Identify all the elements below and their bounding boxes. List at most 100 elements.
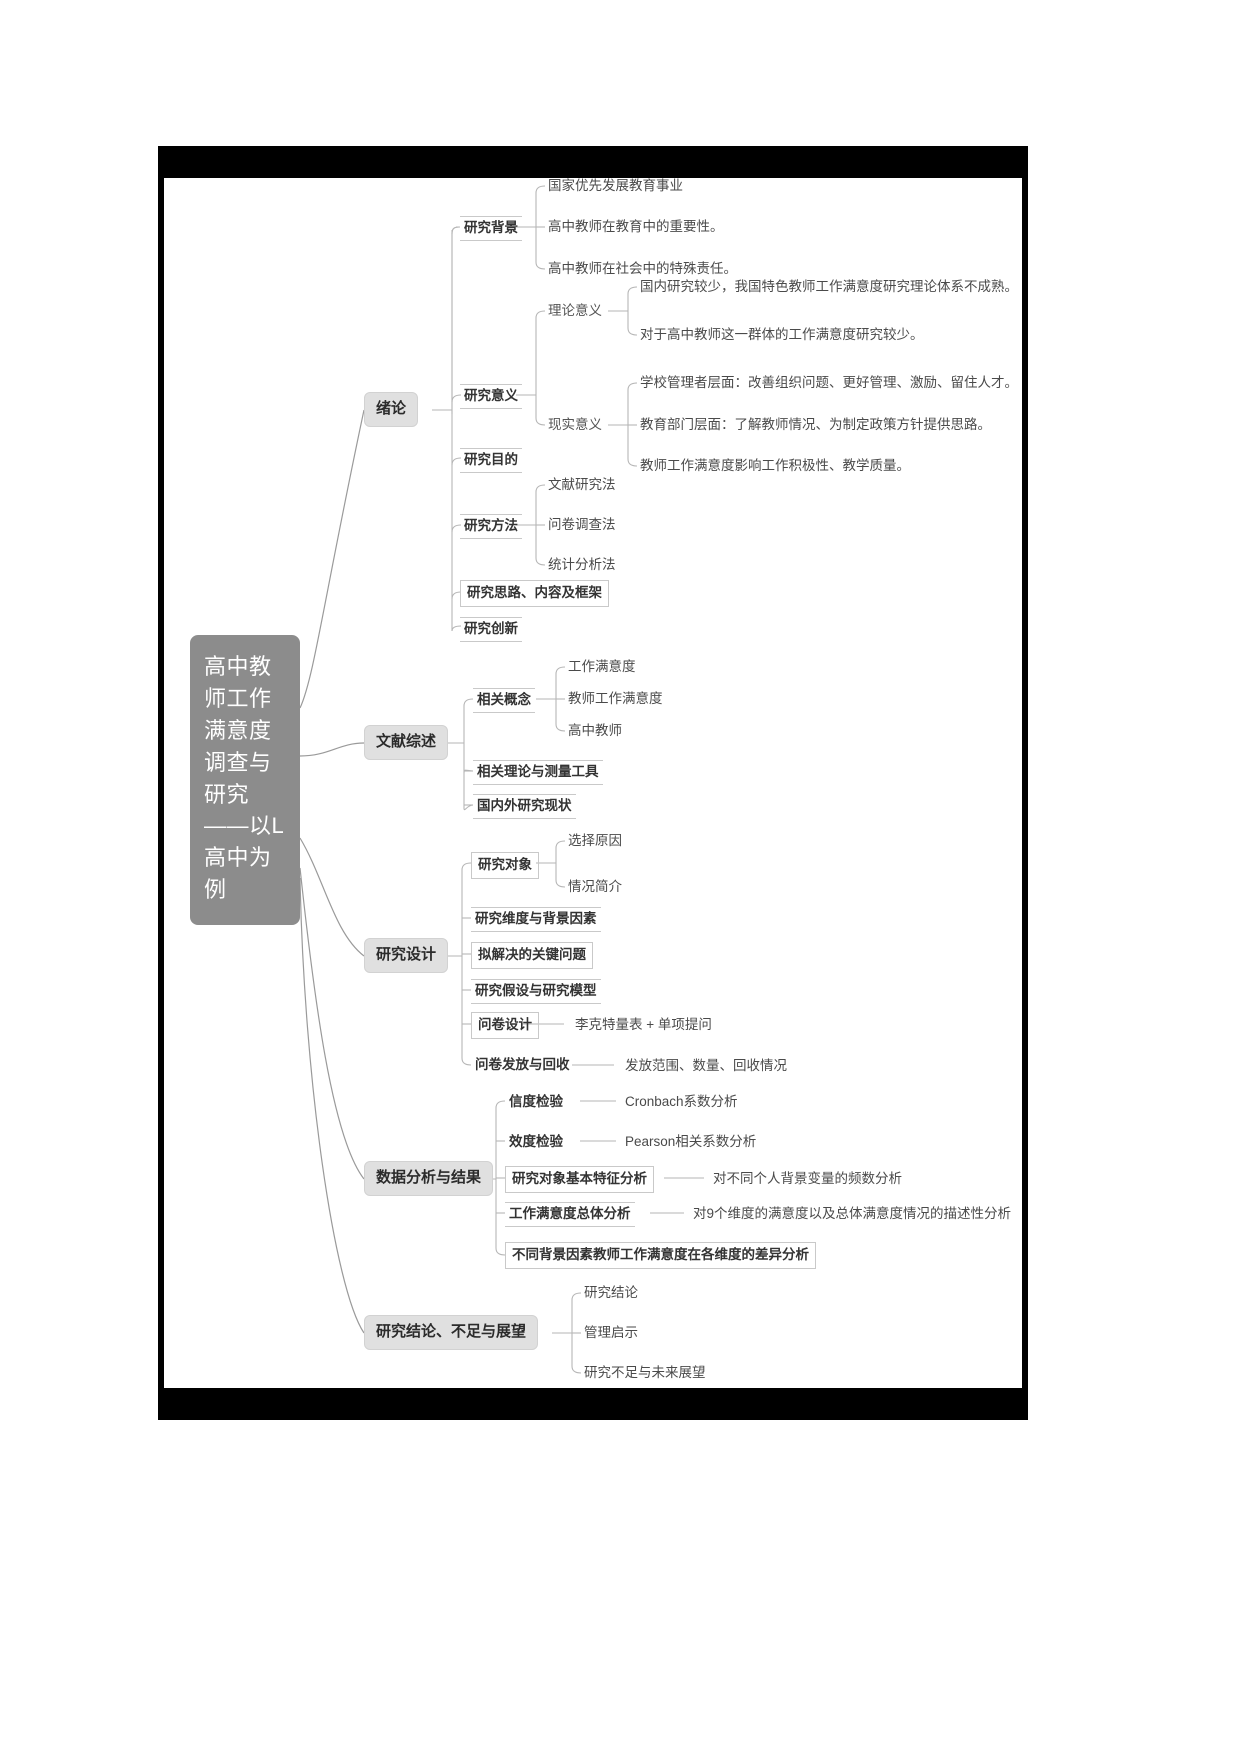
leaf-pinshu-fenxi[interactable]: 对不同个人背景变量的频数分析 [710,1169,905,1190]
node-label: 研究背景 [464,220,518,235]
branch-chip-yanjiu-sheji[interactable]: 研究设计 [364,938,449,973]
branch-chip-yanjiu-jielun[interactable]: 研究结论、不足与展望 [364,1315,539,1350]
node-label: 研究目的 [464,452,518,467]
node-label: 工作满意度总体分析 [509,1206,631,1221]
leaf-gongzuo-manyidu[interactable]: 工作满意度 [565,657,639,678]
branch-chip-xulun[interactable]: 绪论 [364,392,419,427]
leaf-jiaoshi-zhongyaoxing[interactable]: 高中教师在教育中的重要性。 [545,217,727,238]
leaf-label: 文献研究法 [548,477,616,492]
node-label: 国内外研究现状 [477,798,572,813]
leaf-label: 研究结论 [584,1285,638,1300]
leaf-yanjiu-jielun[interactable]: 研究结论 [581,1283,641,1304]
leaf-fafang-fanwei[interactable]: 发放范围、数量、回收情况 [622,1056,790,1077]
frame-bar-bottom [158,1388,1028,1420]
leaf-label: Pearson相关系数分析 [625,1134,757,1149]
node-yanjiu-duixiang[interactable]: 研究对象 [471,852,539,879]
leaf-buzu-zhanwang[interactable]: 研究不足与未来展望 [581,1363,709,1384]
node-label: 效度检验 [509,1134,563,1149]
node-wenjuan-sheji[interactable]: 问卷设计 [471,1012,539,1039]
leaf-label: 李克特量表 + 单项提问 [575,1017,712,1032]
mindmap-canvas: 高中教师工作满意度调查与研究——以L高中为例 绪论 研究背景 国家优先发展教育事… [164,178,1022,1388]
node-label: 相关概念 [477,692,531,707]
leaf-gaozhong-jiaoshi-qunti[interactable]: 对于高中教师这一群体的工作满意度研究较少。 [637,325,927,346]
node-label: 信度检验 [509,1094,563,1109]
leaf-xuanze-yuanyin[interactable]: 选择原因 [565,831,625,852]
leaf-jiaoshi-zeren[interactable]: 高中教师在社会中的特殊责任。 [545,259,740,280]
frame-bar-left [158,146,164,1420]
leaf-guonei-yanjiu-jiaoshao[interactable]: 国内研究较少，我国特色教师工作满意度研究理论体系不成熟。 [637,277,1021,298]
node-label: 研究创新 [464,621,518,636]
leaf-label: 教师工作满意度影响工作积极性、教学质量。 [640,458,910,473]
leaf-label: Cronbach系数分析 [625,1094,738,1109]
leaf-label: 统计分析法 [548,557,616,572]
leaf-wenjuan-diaochafa[interactable]: 问卷调查法 [545,515,619,536]
leaf-cronbach-xishu[interactable]: Cronbach系数分析 [622,1092,741,1113]
leaf-label: 工作满意度 [568,659,636,674]
node-nijiejue-guanjian-wenti[interactable]: 拟解决的关键问题 [471,942,593,969]
node-guoneiwai-yanjiu-xianzhuang[interactable]: 国内外研究现状 [473,794,576,819]
root-label: 高中教师工作满意度调查与研究——以L高中为例 [204,654,285,903]
branch-label: 绪论 [376,400,407,417]
leaf-label: 高中教师在社会中的特殊责任。 [548,261,737,276]
node-xiaodu-jianyan[interactable]: 效度检验 [505,1131,567,1154]
node-yanjiu-jiashe-moxing[interactable]: 研究假设与研究模型 [471,979,601,1004]
leaf-jiaoshi-gongzuo-manyidu[interactable]: 教师工作满意度 [565,689,666,710]
node-zongti-fenxi[interactable]: 工作满意度总体分析 [505,1202,635,1227]
node-wenjuan-fafang-huishou[interactable]: 问卷发放与回收 [471,1054,574,1077]
leaf-wenxian-yanjiufa[interactable]: 文献研究法 [545,475,619,496]
leaf-label: 高中教师在教育中的重要性。 [548,219,724,234]
leaf-gaozhong-jiaoshi[interactable]: 高中教师 [565,721,625,742]
frame-bar-top [158,146,1028,178]
leaf-label: 发放范围、数量、回收情况 [625,1058,787,1073]
node-xiangguan-lilun-celiang[interactable]: 相关理论与测量工具 [473,760,603,785]
leaf-jiaoshi-jijixing[interactable]: 教师工作满意度影响工作积极性、教学质量。 [637,456,913,477]
node-label: 相关理论与测量工具 [477,764,599,779]
leaf-jiaoyu-bumen[interactable]: 教育部门层面：了解教师情况、为制定政策方针提供思路。 [637,415,994,436]
leaf-label: 高中教师 [568,723,622,738]
node-label: 研究对象基本特征分析 [512,1171,647,1186]
node-yanjiu-beijing[interactable]: 研究背景 [460,216,522,241]
node-lilun-yiyi[interactable]: 理论意义 [545,301,605,322]
leaf-label: 管理启示 [584,1325,638,1340]
node-yanjiu-yiyi[interactable]: 研究意义 [460,384,522,409]
node-label: 问卷设计 [478,1017,532,1032]
node-label: 现实意义 [548,417,602,432]
node-xianshi-yiyi[interactable]: 现实意义 [545,415,605,436]
node-xindu-jianyan[interactable]: 信度检验 [505,1091,567,1114]
leaf-likete-liangbiao[interactable]: 李克特量表 + 单项提问 [572,1015,715,1036]
leaf-qingkuang-jianjie[interactable]: 情况简介 [565,877,625,898]
leaf-tongji-fenxifa[interactable]: 统计分析法 [545,555,619,576]
node-yanjiu-weidu-beijing[interactable]: 研究维度与背景因素 [471,907,601,932]
node-chayi-fenxi[interactable]: 不同背景因素教师工作满意度在各维度的差异分析 [505,1242,816,1269]
leaf-pearson-xiangguan[interactable]: Pearson相关系数分析 [622,1132,759,1153]
branch-chip-wenxian-zongshu[interactable]: 文献综述 [364,725,449,760]
leaf-label: 教师工作满意度 [568,691,663,706]
root-node[interactable]: 高中教师工作满意度调查与研究——以L高中为例 [190,635,300,925]
node-yanjiu-mudi[interactable]: 研究目的 [460,448,522,473]
leaf-label: 问卷调查法 [548,517,616,532]
leaf-label: 对于高中教师这一群体的工作满意度研究较少。 [640,327,924,342]
leaf-xuexiao-guanlizhe[interactable]: 学校管理者层面：改善组织问题、更好管理、激励、留住人才。 [637,373,1021,394]
leaf-label: 情况简介 [568,879,622,894]
node-yanjiu-chuangxin[interactable]: 研究创新 [460,617,522,642]
leaf-label: 学校管理者层面：改善组织问题、更好管理、激励、留住人才。 [640,375,1018,390]
leaf-label: 选择原因 [568,833,622,848]
branch-chip-shuju-fenxi[interactable]: 数据分析与结果 [364,1161,494,1196]
branch-label: 研究设计 [376,946,437,963]
leaf-9weidu-miaoshuxing[interactable]: 对9个维度的满意度以及总体满意度情况的描述性分析 [690,1204,1014,1225]
leaf-guojia-jiaoyu[interactable]: 国家优先发展教育事业 [545,178,686,197]
node-yanjiu-silu[interactable]: 研究思路、内容及框架 [460,580,609,607]
node-yanjiu-fangfa[interactable]: 研究方法 [460,514,522,539]
node-label: 研究假设与研究模型 [475,983,597,998]
node-jiben-tezheng-fenxi[interactable]: 研究对象基本特征分析 [505,1166,654,1193]
branch-label: 文献综述 [376,733,437,750]
node-label: 拟解决的关键问题 [478,947,586,962]
node-label: 研究方法 [464,518,518,533]
node-xiangguan-gainian[interactable]: 相关概念 [473,688,535,713]
node-label: 研究对象 [478,857,532,872]
leaf-label: 国家优先发展教育事业 [548,178,683,193]
leaf-label: 对9个维度的满意度以及总体满意度情况的描述性分析 [693,1206,1012,1221]
node-label: 不同背景因素教师工作满意度在各维度的差异分析 [512,1247,809,1262]
leaf-guanli-qishi[interactable]: 管理启示 [581,1323,641,1344]
